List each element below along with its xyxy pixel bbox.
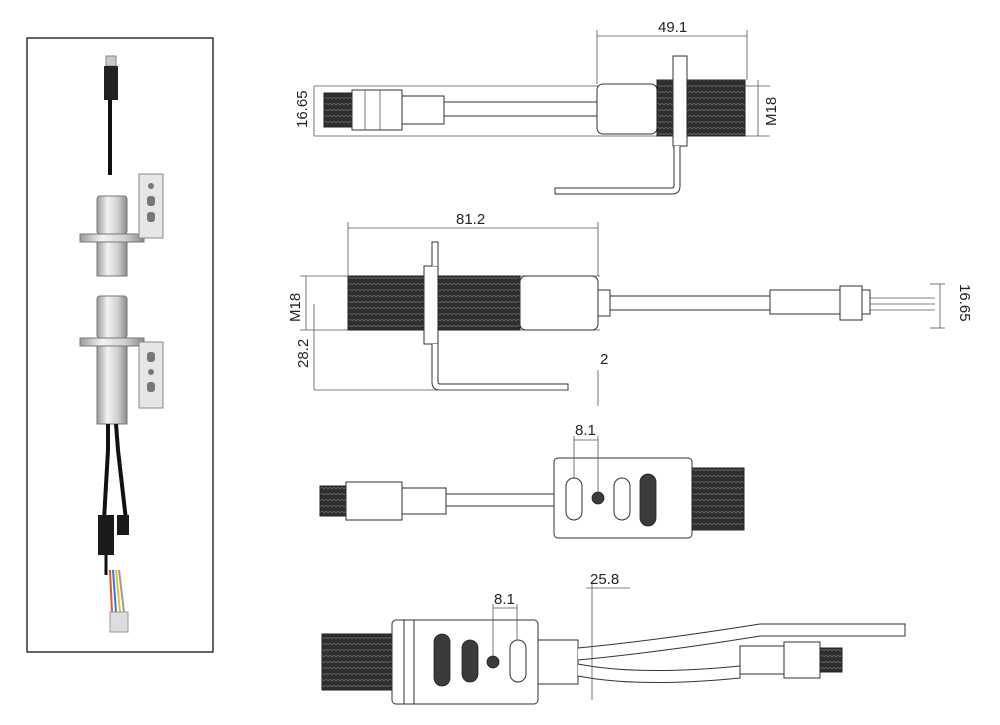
slot-far [639, 473, 657, 527]
dim-view2-gap: 2 [600, 351, 608, 368]
slot-4-b [461, 639, 479, 683]
connector-4 [739, 645, 785, 675]
cable-gland-4 [537, 639, 579, 685]
dim-view3-hole: 8.1 [575, 422, 596, 439]
center-hole-4 [486, 655, 500, 669]
view-1-side: 49.1 16.65 M18 [294, 19, 780, 195]
sensor-body [596, 83, 658, 135]
cable-2 [609, 295, 771, 311]
cable-4-lower [577, 663, 741, 684]
cable-4-upper [577, 623, 906, 661]
thread-right [437, 275, 521, 331]
mounting-bracket [672, 55, 688, 147]
connector-body [401, 95, 445, 125]
dim-view4-hole: 8.1 [494, 591, 515, 608]
center-hole [591, 491, 605, 505]
thread-3 [691, 467, 745, 531]
product-photo-panel [26, 37, 214, 653]
dim-view2-length: 81.2 [456, 211, 485, 228]
dim-view1-thread: M18 [763, 97, 780, 126]
view-2-side: 81.2 M18 28.2 16.65 2 [287, 211, 973, 406]
sensor-photo-bottom [79, 295, 164, 633]
thread-4 [321, 633, 393, 691]
connector-thread [323, 92, 353, 128]
slot-4-c [509, 639, 527, 683]
slot-4-a [433, 633, 451, 687]
dim-view1-length: 49.1 [658, 19, 687, 36]
cable [443, 101, 600, 117]
dim-view1-height: 16.65 [294, 90, 311, 128]
slot-left [565, 477, 583, 521]
dim-view2-height: 16.65 [956, 284, 973, 322]
dim-view2-offset: 28.2 [295, 339, 312, 368]
connector-nut [351, 89, 403, 131]
sensor-photo-top [79, 55, 164, 277]
dim-view4-width: 25.8 [590, 571, 619, 588]
thread-m18 [686, 79, 746, 137]
slot-right [613, 477, 631, 521]
view-3-top: 8.1 [319, 422, 745, 539]
thread-left [347, 275, 425, 331]
view-4-top: 8.1 25.8 [321, 571, 906, 705]
sensor-body-2 [519, 275, 599, 331]
dim-view2-thread: M18 [287, 293, 304, 322]
cable-3 [445, 493, 555, 507]
connector-3 [345, 481, 403, 521]
